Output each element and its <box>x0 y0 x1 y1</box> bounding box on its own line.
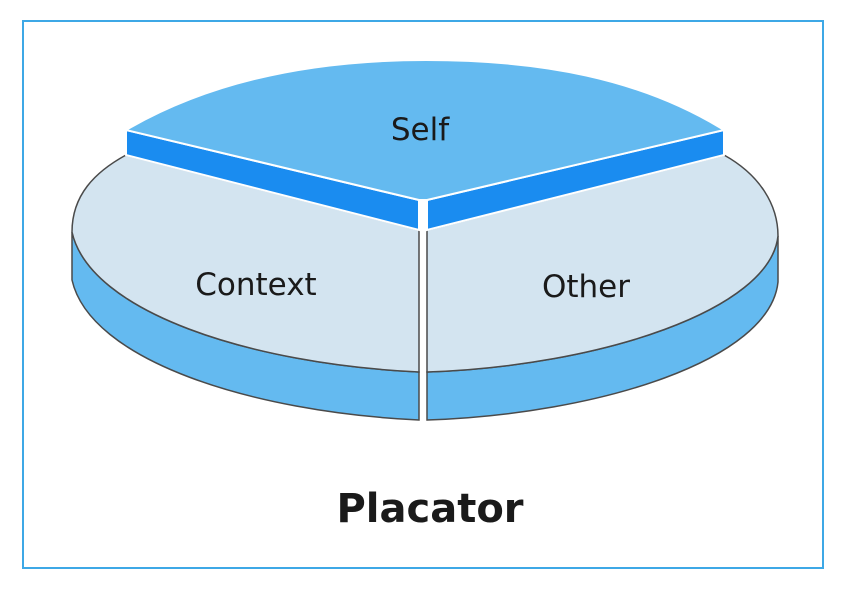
context-slice-top <box>71 154 420 373</box>
self-label: Self <box>391 112 450 148</box>
other-slice-top <box>426 154 779 373</box>
diagram-title: Placator <box>336 486 523 532</box>
other-label: Other <box>542 269 630 305</box>
context-label: Context <box>195 267 316 303</box>
self-slice-top <box>123 58 727 201</box>
